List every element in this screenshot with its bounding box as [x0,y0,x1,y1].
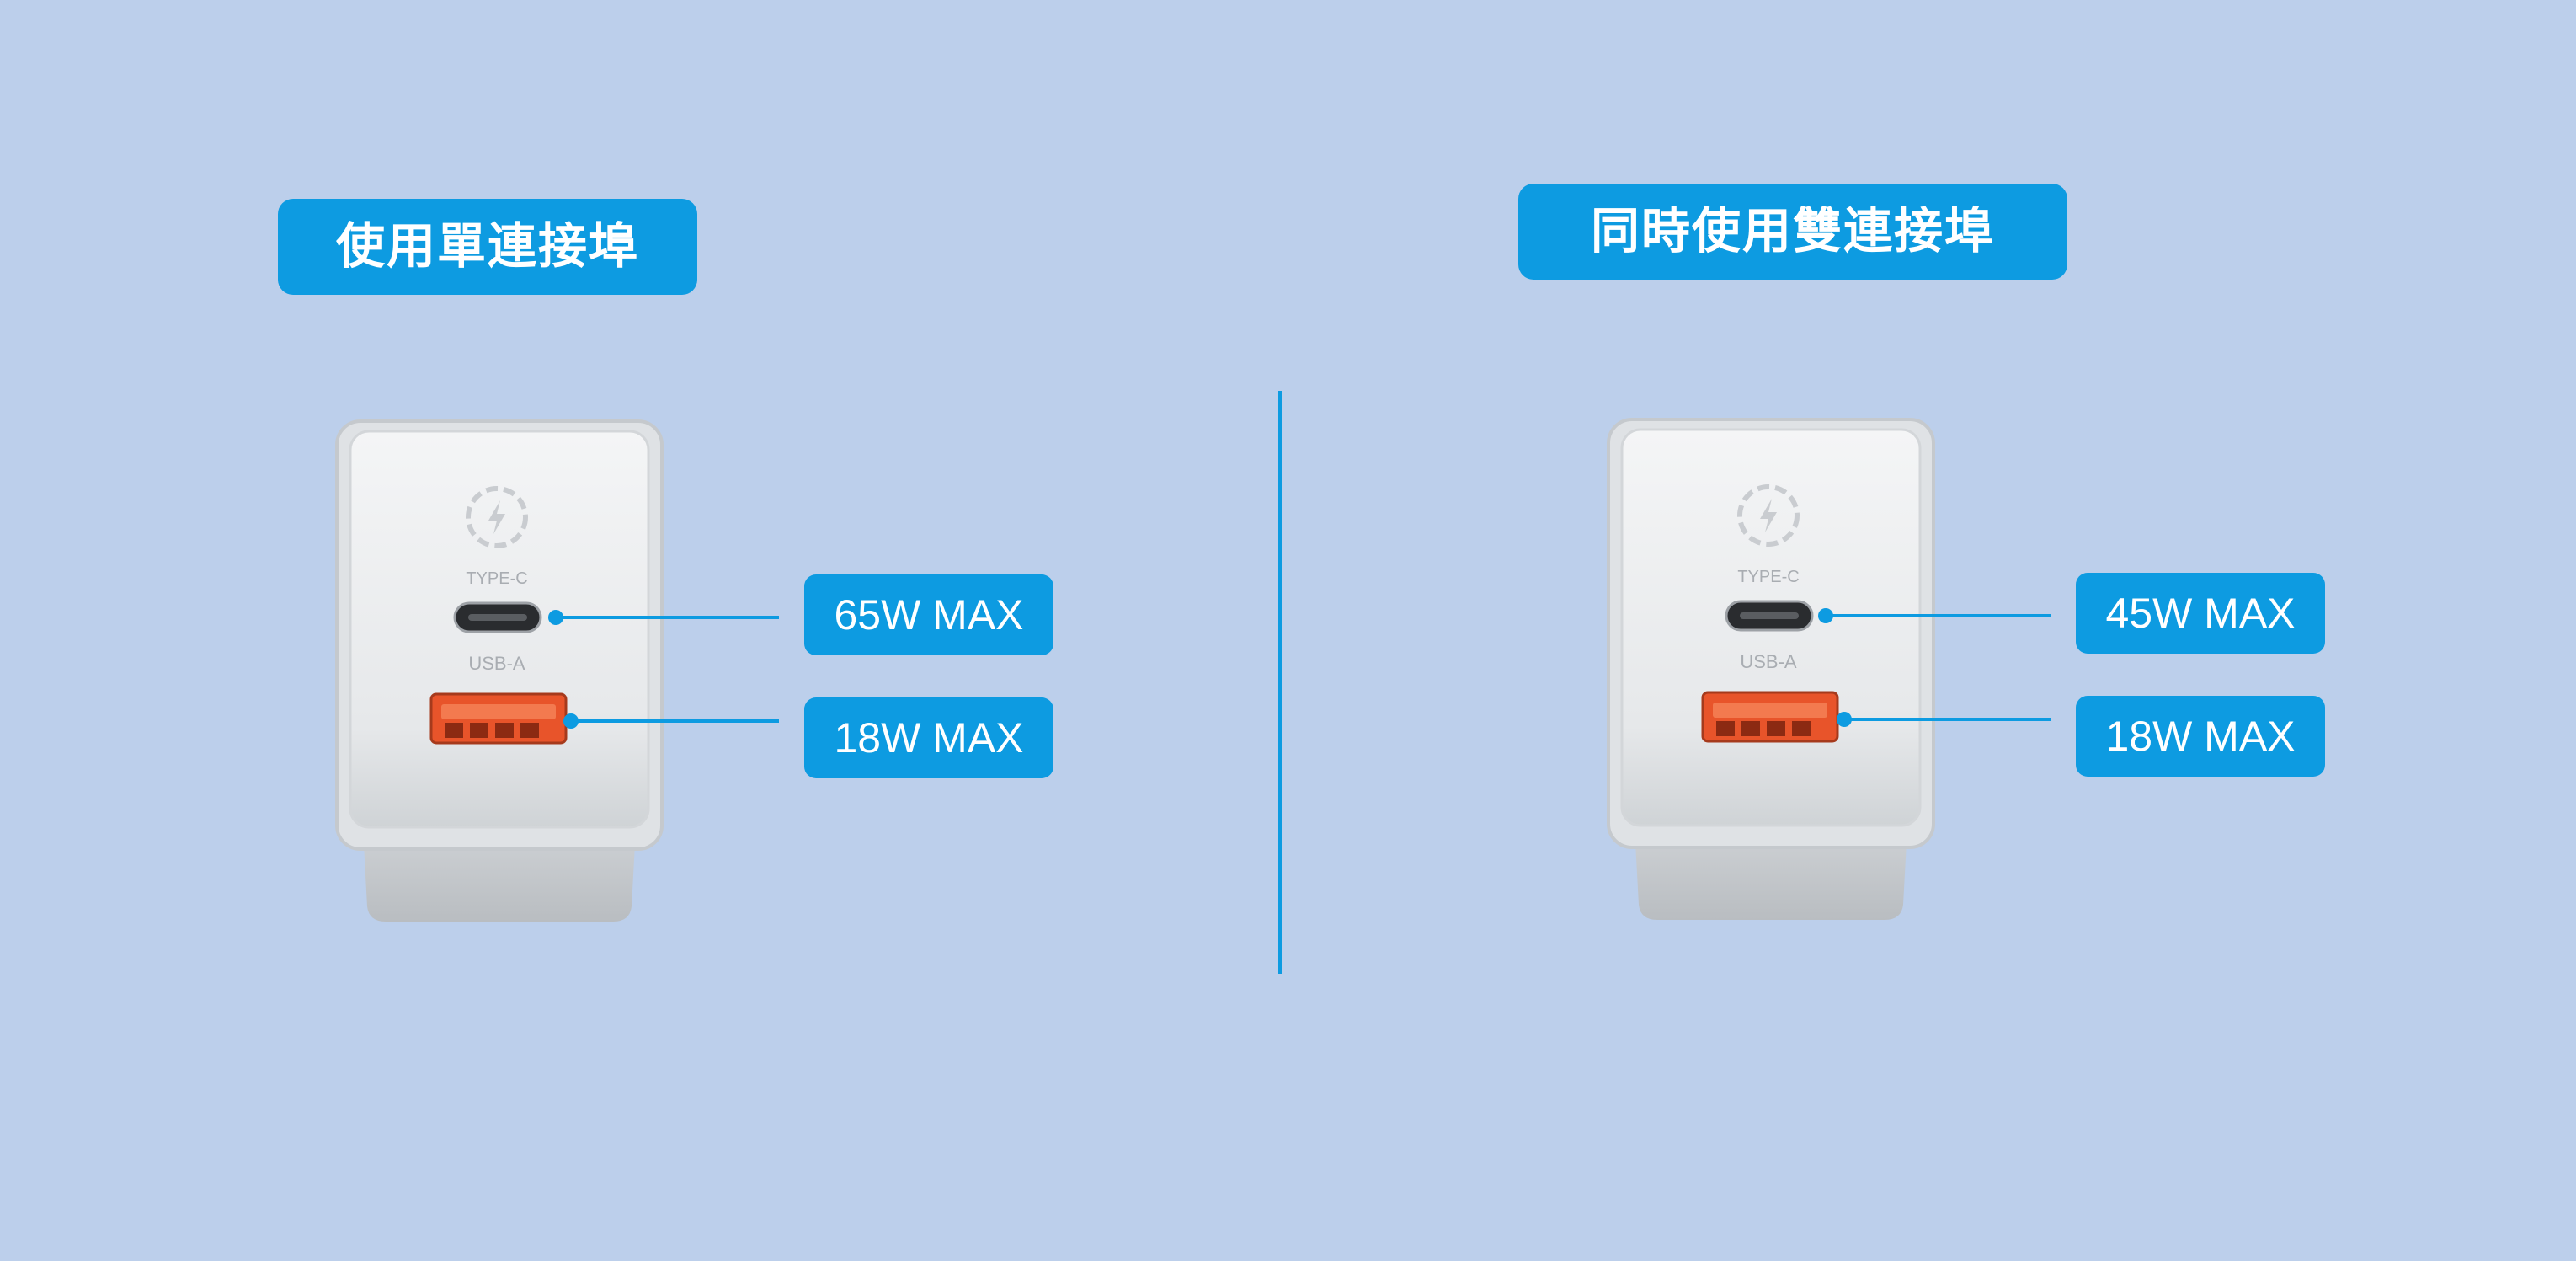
type-c-leader-line [1818,608,2051,623]
panel-divider [1278,391,1282,974]
type-c-port-label: TYPE-C [466,569,527,588]
leader-dot [563,713,579,729]
usb-a-port [1701,691,1839,743]
charger-image: TYPE-C USB-A [1607,418,1935,923]
single-port-panel: 使用單連接埠 [0,0,1280,1261]
usb-a-leader-line [1837,712,2051,727]
type-c-power-badge: 65W MAX [804,574,1053,655]
leader-dot [548,610,563,625]
usb-a-port-label: USB-A [468,653,525,674]
leader-dot [1818,608,1833,623]
usb-a-leader-line [563,713,779,729]
type-c-leader-line [548,610,779,625]
dual-port-panel: 同時使用雙連接埠 [1280,0,2560,1261]
type-c-port-label: TYPE-C [1737,568,1799,586]
usb-a-port [429,692,568,745]
panel-title-badge: 使用單連接埠 [278,199,697,295]
panel-title-badge: 同時使用雙連接埠 [1518,184,2067,280]
usb-a-port-label: USB-A [1740,651,1797,672]
usb-a-power-badge: 18W MAX [804,697,1053,778]
leader-dot [1837,712,1852,727]
type-c-power-badge: 45W MAX [2076,573,2325,654]
lightning-bolt-icon [1737,484,1800,547]
usb-a-power-badge: 18W MAX [2076,696,2325,777]
lightning-bolt-icon [466,486,528,548]
charger-image: TYPE-C USB-A [335,419,664,925]
